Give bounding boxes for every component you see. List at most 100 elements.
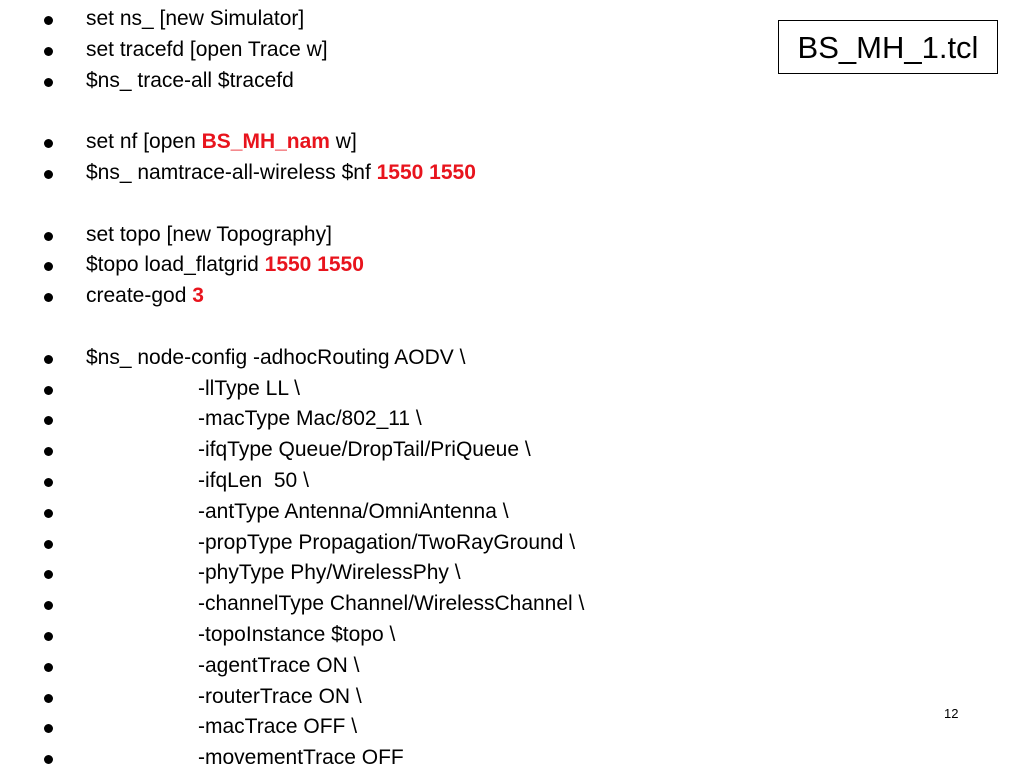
bullet-icon <box>44 16 53 25</box>
code-segment: $ns_ namtrace-all-wireless $nf <box>86 160 377 184</box>
bullet-icon <box>44 447 53 457</box>
bullet-icon <box>44 539 53 549</box>
code-segment: set ns_ [new Simulator] <box>86 7 305 30</box>
code-line: set nf [open BS_MH_nam w] <box>0 127 760 158</box>
code-line-text: create-god 3 <box>86 281 204 312</box>
code-segment: set nf [open <box>86 130 202 154</box>
bullet-icon <box>44 139 53 149</box>
page-number: 12 <box>944 706 959 721</box>
bullet-icon <box>44 293 53 303</box>
code-segment: set tracefd [open Trace w] <box>86 37 328 61</box>
highlighted-value: 3 <box>192 284 204 308</box>
bullet-icon <box>44 169 53 179</box>
bullet-icon <box>44 385 53 395</box>
code-line-text: -agentTrace ON \ <box>198 651 359 682</box>
blank-line <box>0 189 760 220</box>
code-segment: -agentTrace ON \ <box>198 653 360 677</box>
code-line: $ns_ node-config -adhocRouting AODV \ <box>0 343 760 374</box>
code-line-text: -macTrace OFF \ <box>198 712 357 743</box>
code-line-text: -ifqType Queue/DropTail/PriQueue \ <box>198 435 531 466</box>
code-line: -phyType Phy/WirelessPhy \ <box>0 558 760 589</box>
code-line: -ifqType Queue/DropTail/PriQueue \ <box>0 435 760 466</box>
code-line: -ifqLen 50 \ <box>0 466 760 497</box>
code-segment: create-god <box>86 284 193 308</box>
code-line-text: set topo [new Topography] <box>86 220 332 251</box>
code-line-text: -phyType Phy/WirelessPhy \ <box>198 558 461 589</box>
code-segment: -channelType Channel/WirelessChannel \ <box>198 592 585 616</box>
code-line: -propType Propagation/TwoRayGround \ <box>0 528 760 559</box>
bullet-icon <box>44 416 53 426</box>
code-line: -routerTrace ON \ <box>0 682 760 713</box>
code-line: -macType Mac/802_11 \ <box>0 404 760 435</box>
code-segment: -propType Propagation/TwoRayGround \ <box>198 530 576 554</box>
code-segment: -antType Antenna/OmniAntenna \ <box>198 499 509 523</box>
code-segment: -ifqType Queue/DropTail/PriQueue \ <box>198 438 531 462</box>
bullet-icon <box>44 601 53 611</box>
code-line-text: -llType LL \ <box>198 374 300 405</box>
bullet-icon <box>44 262 53 272</box>
code-line-text: $ns_ namtrace-all-wireless $nf 1550 1550 <box>86 158 476 189</box>
code-segment: w] <box>329 130 357 154</box>
bullet-icon <box>44 755 53 765</box>
code-segment: set topo [new Topography] <box>86 222 332 246</box>
bullet-icon <box>44 693 53 703</box>
bullet-icon <box>44 631 53 641</box>
code-line: set tracefd [open Trace w] <box>0 35 760 66</box>
bullet-icon <box>44 508 53 518</box>
code-segment: -movementTrace OFF <box>198 746 404 770</box>
highlighted-value: BS_MH_nam <box>201 130 330 154</box>
code-segment: -ifqLen 50 \ <box>198 468 309 492</box>
highlighted-value: 1550 1550 <box>376 160 476 184</box>
code-segment: $ns_ node-config -adhocRouting AODV \ <box>86 345 466 369</box>
code-line: $topo load_flatgrid 1550 1550 <box>0 250 760 281</box>
code-line-text: -routerTrace ON \ <box>198 682 362 713</box>
code-line: create-god 3 <box>0 281 760 312</box>
bullet-icon <box>44 77 53 87</box>
code-line-text: -propType Propagation/TwoRayGround \ <box>198 528 575 559</box>
code-segment: -llType LL \ <box>198 376 300 400</box>
code-line: -llType LL \ <box>0 374 760 405</box>
code-line: -agentTrace ON \ <box>0 651 760 682</box>
code-line-text: set ns_ [new Simulator] <box>86 4 304 35</box>
code-line: -macTrace OFF \ <box>0 712 760 743</box>
bullet-icon <box>44 662 53 672</box>
bullet-icon <box>44 231 53 241</box>
code-line-text: -channelType Channel/WirelessChannel \ <box>198 589 584 620</box>
code-line: -topoInstance $topo \ <box>0 620 760 651</box>
code-line-text: -topoInstance $topo \ <box>198 620 395 651</box>
code-segment: -macTrace OFF \ <box>198 715 358 739</box>
bullet-icon <box>44 570 53 580</box>
code-line-text: -movementTrace OFF <box>198 743 404 774</box>
code-segment: $topo load_flatgrid <box>86 253 265 277</box>
code-segment: -topoInstance $topo \ <box>198 622 396 646</box>
filename-title-box: BS_MH_1.tcl <box>778 20 998 74</box>
highlighted-value: 1550 1550 <box>264 253 364 277</box>
code-line-text: -ifqLen 50 \ <box>198 466 309 497</box>
code-line-text: -antType Antenna/OmniAntenna \ <box>198 497 509 528</box>
code-line-text: $ns_ node-config -adhocRouting AODV \ <box>86 343 465 374</box>
bullet-icon <box>44 477 53 487</box>
bullet-icon <box>44 46 53 56</box>
code-segment: -phyType Phy/WirelessPhy \ <box>198 561 461 585</box>
code-line-text: -macType Mac/802_11 \ <box>198 404 422 435</box>
code-line-text: set nf [open BS_MH_nam w] <box>86 127 357 158</box>
code-line: set ns_ [new Simulator] <box>0 4 760 35</box>
bullet-icon <box>44 724 53 734</box>
code-line-text: set tracefd [open Trace w] <box>86 35 328 66</box>
code-bullet-list: set ns_ [new Simulator] set tracefd [open… <box>0 4 760 774</box>
code-line: -movementTrace OFF <box>0 743 760 774</box>
code-segment: -macType Mac/802_11 \ <box>198 407 422 431</box>
code-line: $ns_ trace-all $tracefd <box>0 66 760 97</box>
code-line: -channelType Channel/WirelessChannel \ <box>0 589 760 620</box>
code-line-text: $topo load_flatgrid 1550 1550 <box>86 250 364 281</box>
code-segment: $ns_ trace-all $tracefd <box>86 68 294 92</box>
bullet-icon <box>44 354 53 364</box>
code-segment: -routerTrace ON \ <box>198 684 362 708</box>
code-line: $ns_ namtrace-all-wireless $nf 1550 1550 <box>0 158 760 189</box>
code-line-text: $ns_ trace-all $tracefd <box>86 66 294 97</box>
blank-line <box>0 312 760 343</box>
blank-line <box>0 96 760 127</box>
code-line: -antType Antenna/OmniAntenna \ <box>0 497 760 528</box>
code-line: set topo [new Topography] <box>0 220 760 251</box>
